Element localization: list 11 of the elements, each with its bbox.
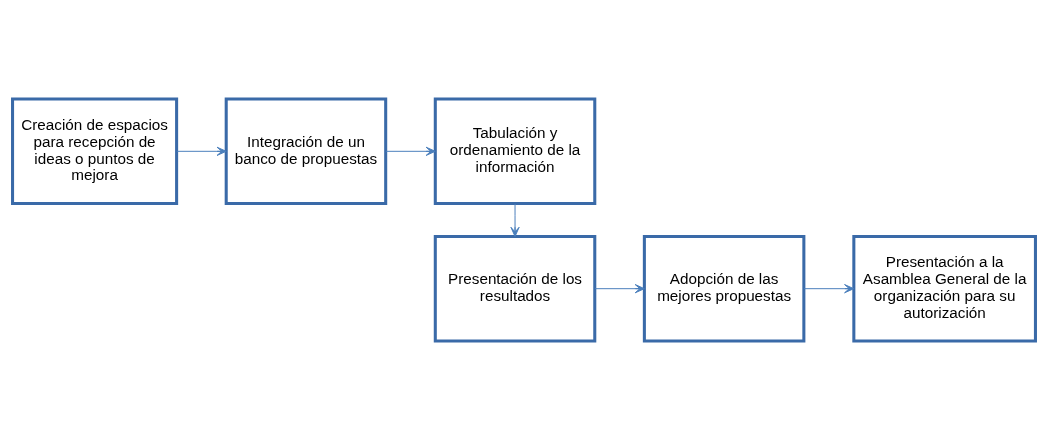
node-box: Tabulación y ordenamiento de la información xyxy=(433,97,597,205)
node-box: Presentación de los resultados xyxy=(433,234,597,342)
node-box: Integración de un banco de propuestas xyxy=(224,97,388,205)
arrow xyxy=(510,202,520,237)
arrow xyxy=(803,283,855,293)
node-box: Presentación a la Asamblea General de la organización para su autorización xyxy=(852,234,1037,342)
arrow xyxy=(385,146,436,156)
node-box: Adopción de las mejores propuestas xyxy=(642,234,806,342)
arrow xyxy=(176,146,227,156)
node-box: Creación de espacios para recepción de ideas o puntos de mejora xyxy=(11,97,179,205)
arrow xyxy=(594,283,645,293)
